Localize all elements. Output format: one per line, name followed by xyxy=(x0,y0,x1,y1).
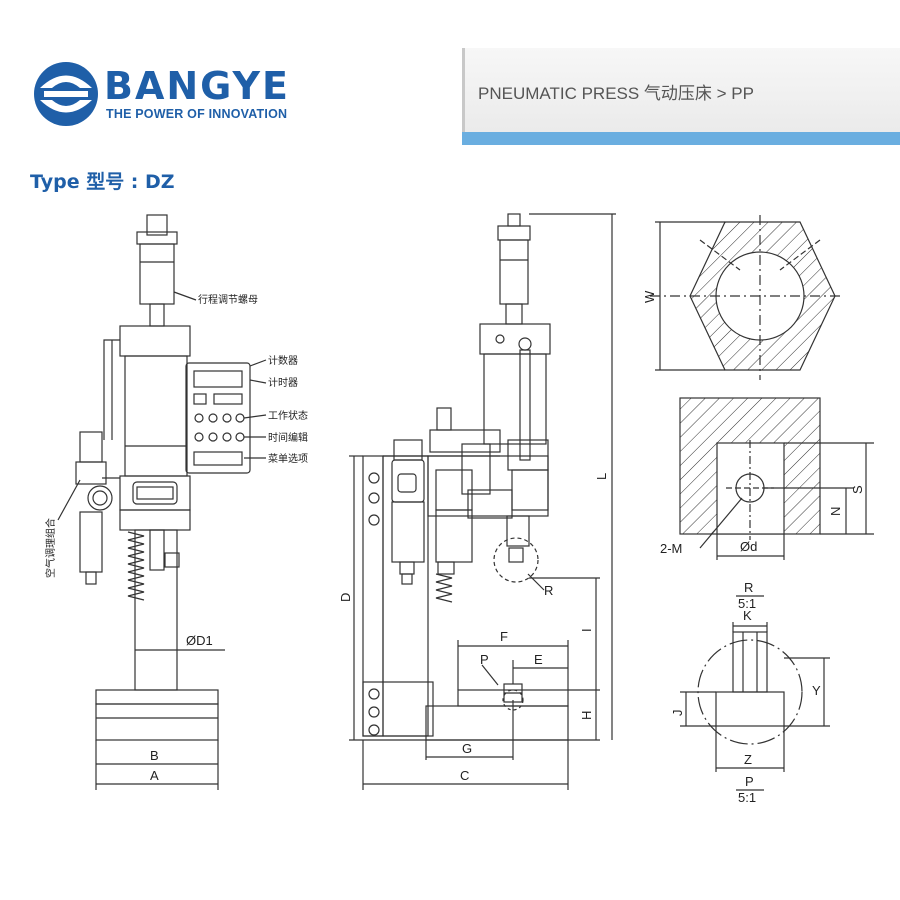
brand-name: BANGYE xyxy=(104,64,291,108)
callout-work-status: 工作状态 xyxy=(268,409,308,422)
detail-p-scale: 5:1 xyxy=(738,790,756,805)
page-title: PNEUMATIC PRESS 气动压床 > PP xyxy=(478,84,754,103)
dim-label-h: H xyxy=(579,711,594,720)
detail-p-title: P xyxy=(745,774,754,789)
dim-label-r: R xyxy=(544,583,553,598)
header-divider xyxy=(462,48,465,144)
callout-time-edit: 时间编辑 xyxy=(268,431,308,444)
dim-label-i: I xyxy=(579,628,594,632)
dim-label-c: C xyxy=(460,768,469,783)
callout-menu-select: 菜单选项 xyxy=(268,452,308,465)
dim-label-l: L xyxy=(594,473,609,480)
brand-tagline: THE POWER OF INNOVATION xyxy=(106,107,288,121)
dim-label-a: A xyxy=(150,768,159,783)
dim-label-g: G xyxy=(462,741,472,756)
dim-label-d: D xyxy=(338,593,353,602)
detail-r-title: R xyxy=(744,580,753,595)
dim-label-y: Y xyxy=(812,683,821,698)
bangye-logo-icon xyxy=(34,62,98,126)
dim-label-e: E xyxy=(534,652,543,667)
callout-counter: 计数器 xyxy=(268,354,298,367)
header-accent-bar xyxy=(462,132,900,145)
dim-label-j: J xyxy=(670,710,685,717)
callout-air-unit: 空气调理组合 xyxy=(44,518,57,578)
dim-label-d-small: Ød xyxy=(740,539,757,554)
callout-stroke-nut: 行程调节螺母 xyxy=(198,293,258,306)
type-label: Type 型号 : DZ xyxy=(30,171,175,193)
dim-label-k: K xyxy=(743,608,752,623)
dim-label-d1: ØD1 xyxy=(186,633,213,648)
callout-timer: 计时器 xyxy=(268,376,298,389)
dim-label-b: B xyxy=(150,748,159,763)
dim-label-p: P xyxy=(480,652,489,667)
dim-label-n: N xyxy=(828,507,843,516)
dim-label-m: 2-M xyxy=(660,541,682,556)
detail-r-scale: 5:1 xyxy=(738,596,756,611)
dim-label-z: Z xyxy=(744,752,752,767)
header-panel xyxy=(462,48,900,144)
dim-label-w: W xyxy=(642,290,657,303)
dim-label-f: F xyxy=(500,629,508,644)
dim-label-s: S xyxy=(850,485,865,494)
